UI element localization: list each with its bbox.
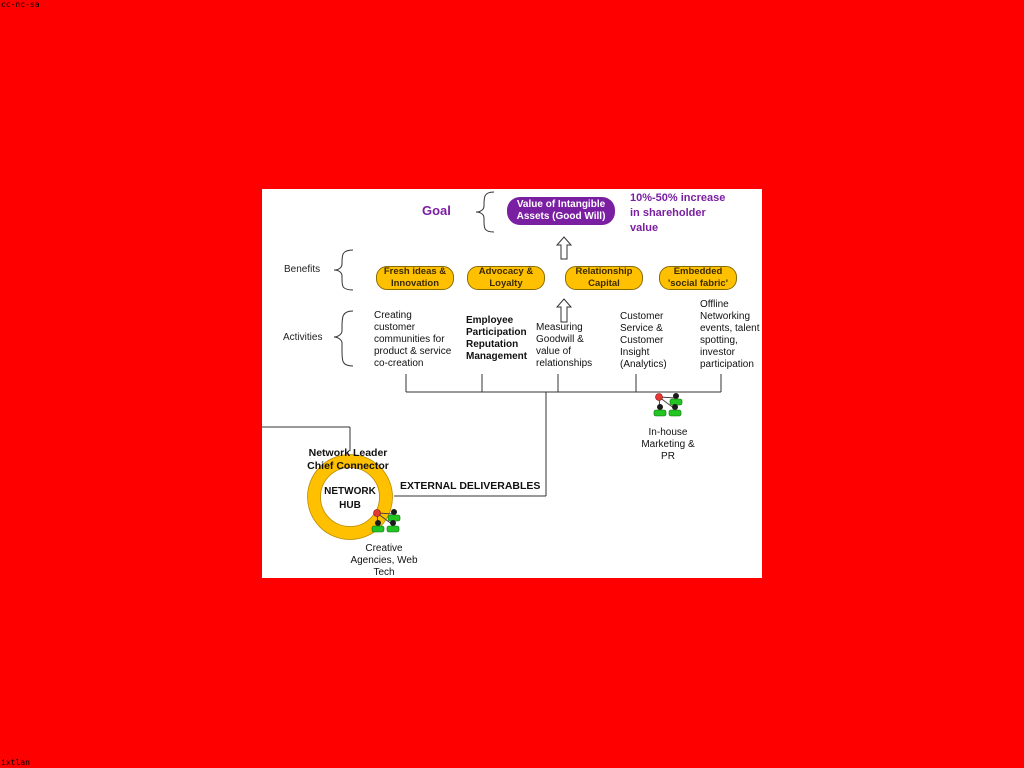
activity-goodwill: Measuring Goodwill & value of relationsh… <box>536 322 593 369</box>
goal-box: Value of Intangible Assets (Good Will) <box>507 197 615 225</box>
arrow-up-benefits-icon <box>555 298 573 323</box>
activity-reputation: Employee Participation Reputation Manage… <box>466 315 528 362</box>
network-leader-label: Network Leader Chief Connector <box>307 447 389 472</box>
benefit-social-fabric: Embedded 'social fabric' <box>659 266 737 290</box>
benefit-relationship-capital: Relationship Capital <box>565 266 643 290</box>
goal-label: Goal <box>422 203 451 218</box>
benefit-loyalty: Advocacy & Loyalty <box>467 266 545 290</box>
external-deliverables-label: EXTERNAL DELIVERABLES <box>400 480 541 492</box>
activities-brace <box>333 310 354 367</box>
benefit-innovation: Fresh ideas & Innovation <box>376 266 454 290</box>
arrow-up-goal-icon <box>555 236 573 260</box>
benefits-label: Benefits <box>284 264 321 275</box>
license-label: cc-nc-sa <box>1 0 40 9</box>
goal-brace <box>475 191 495 233</box>
activity-co-creation: Creating customer communities for produc… <box>374 310 452 369</box>
activities-label: Activities <box>283 332 323 343</box>
connector-lines <box>262 191 722 540</box>
benefits-brace <box>333 249 354 291</box>
author-label: ixtlan <box>1 758 30 767</box>
activity-analytics: Customer Service & Customer Insight (Ana… <box>620 311 667 370</box>
people-group-icon <box>371 509 401 533</box>
agencies-label: Creative Agencies, Web Tech <box>350 543 418 578</box>
inhouse-label: In-house Marketing & PR <box>641 427 695 462</box>
activity-networking: Offline Networking events, talent spotti… <box>700 299 760 370</box>
network-hub-label: NETWORK HUB <box>324 486 376 511</box>
people-group-icon <box>653 393 683 417</box>
diagram-slide: Goal Value of Intangible Assets (Good Wi… <box>262 189 762 578</box>
goal-note: 10%-50% increase in shareholder value <box>630 192 726 234</box>
network-hub-ring <box>307 454 393 540</box>
